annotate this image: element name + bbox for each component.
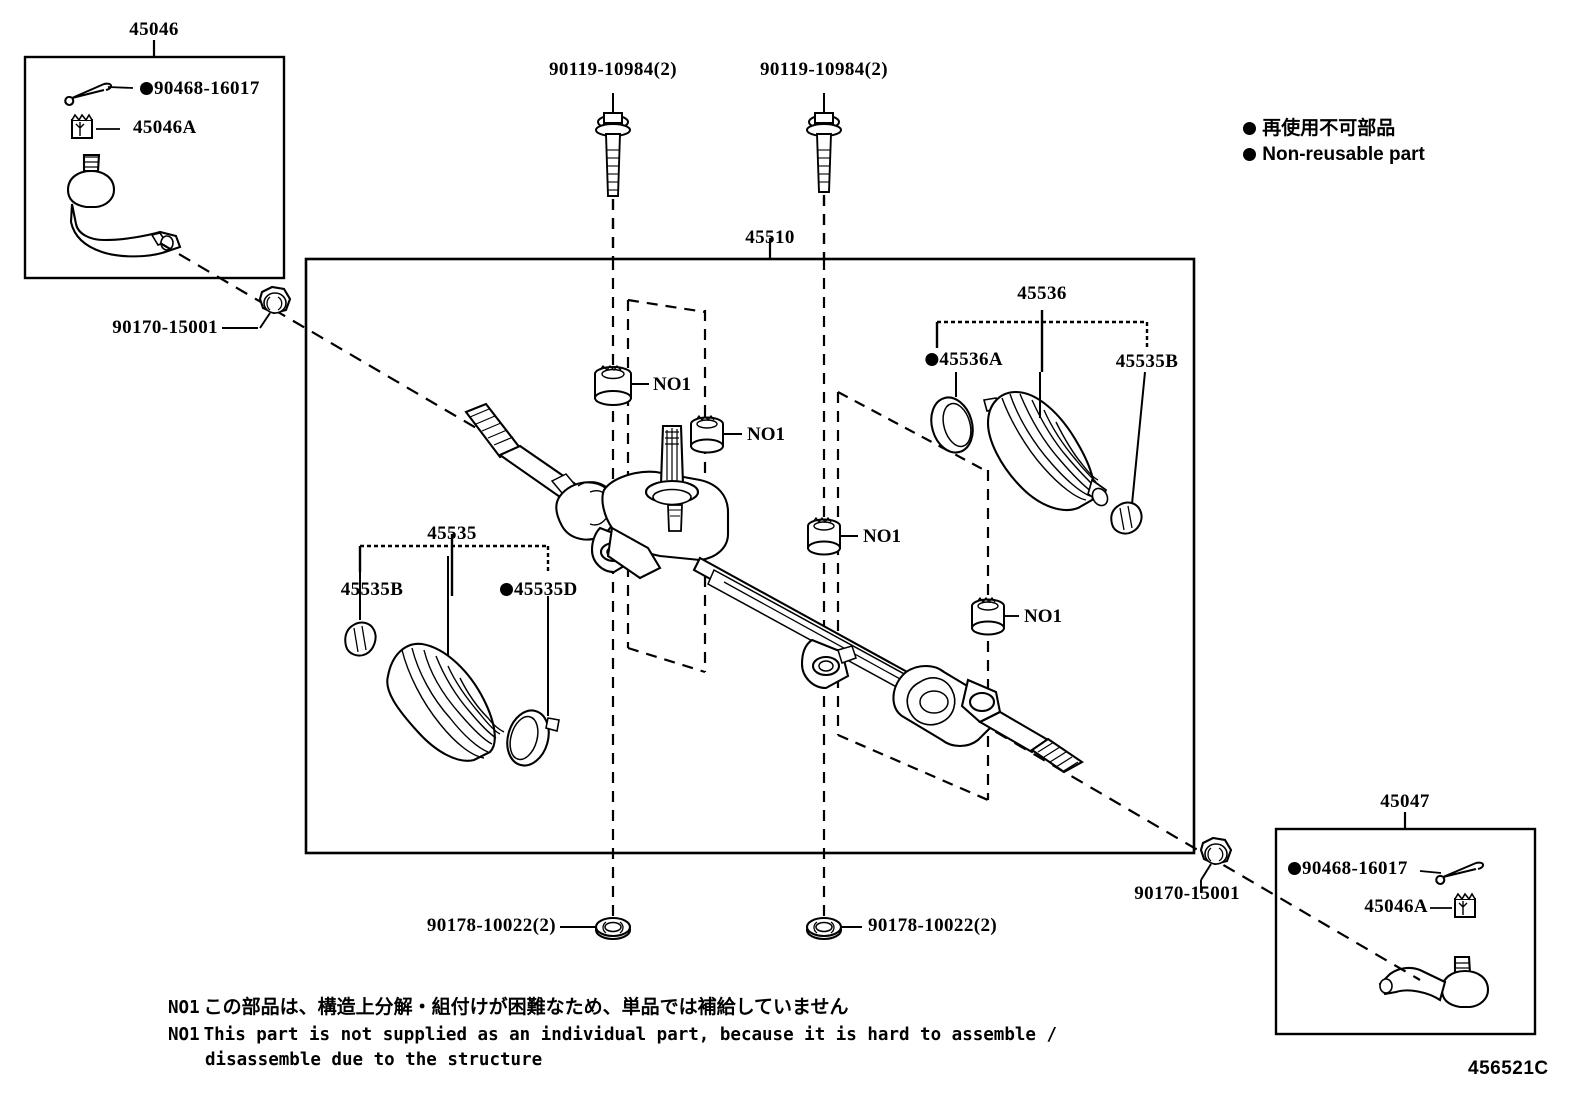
- bracket-45536: [935, 310, 1149, 372]
- nut-90178-left: [560, 916, 632, 941]
- label-45046A-top: 45046A: [133, 117, 197, 138]
- label-no1-1: NO1: [653, 374, 691, 395]
- non-reusable-dot-icon-45535d: [500, 583, 513, 596]
- legend-dot-icon-en: [1243, 148, 1256, 161]
- label-45536-group: 45536: [1017, 283, 1067, 304]
- small-pin-icon: [667, 504, 683, 532]
- boot-right-assembly: [930, 371, 1146, 535]
- label-90178-right: 90178-10022(2): [868, 915, 998, 936]
- label-90178-left: 90178-10022(2): [426, 915, 556, 936]
- cotter-pin-icon-45047: [1419, 861, 1484, 885]
- nut-90170-upper-left: [222, 285, 292, 329]
- label-bolt-90119-right: 90119-10984(2): [759, 59, 889, 80]
- steering-gear-rack-assembly: [464, 402, 1085, 774]
- bushing-no1-3: [807, 516, 858, 556]
- drawing-id: 456521C: [1468, 1058, 1549, 1079]
- note-line-2: NO1 This part is not supplied as an indi…: [168, 1025, 1058, 1045]
- label-90468-16017-bottom: 90468-16017: [1288, 859, 1408, 878]
- castle-nut-icon-45046: [71, 113, 120, 139]
- label-inset-45046: 45046: [129, 19, 179, 40]
- main-assembly-frame: [304, 257, 1196, 855]
- bolt-90119-right: [806, 93, 842, 259]
- label-assembly-45510: 45510: [745, 227, 795, 248]
- label-no1-2: NO1: [747, 424, 785, 445]
- label-90170-15001-lower: 90170-15001: [1134, 883, 1240, 904]
- bushing-no1-4: [971, 596, 1019, 636]
- tie-rod-end-right-icon: [1378, 955, 1490, 1009]
- bracket-45535: [358, 534, 550, 596]
- note-line-1: NO1 この部品は、構造上分解・組付けが困難なため、単品では補給していません: [168, 996, 849, 1018]
- label-45535D: 45535D: [500, 580, 578, 599]
- non-reusable-dot-icon-45536a: [925, 353, 939, 366]
- legend-dot-icon-jp: [1243, 122, 1256, 135]
- label-bolt-90119-left: 90119-10984(2): [548, 59, 678, 80]
- bushing-no1-2: [690, 414, 742, 454]
- label-no1-3: NO1: [863, 526, 901, 547]
- note-line-3: disassemble due to the structure: [205, 1050, 543, 1070]
- boot-left-assembly: [344, 556, 560, 767]
- nut-90170-lower-right: [1199, 836, 1233, 893]
- bushing-no1-1: [594, 365, 649, 406]
- label-no1-4: NO1: [1024, 606, 1062, 627]
- label-90170-15001-upper: 90170-15001: [112, 317, 218, 338]
- label-45535-group: 45535: [427, 523, 477, 544]
- tie-rod-end-left-icon: [66, 153, 182, 258]
- label-inset-45047: 45047: [1380, 791, 1430, 812]
- label-45535B-left: 45535B: [340, 579, 404, 600]
- cotter-pin-icon-45046: [64, 82, 134, 106]
- label-45535B-right: 45535B: [1115, 351, 1179, 372]
- label-90468-16017-top: 90468-16017: [140, 79, 260, 98]
- legend-non-reusable: 再使用不可部品 Non-reusable part: [1243, 115, 1425, 168]
- bolt-90119-left: [595, 93, 631, 259]
- label-45046A-bottom: 45046A: [1364, 896, 1428, 917]
- label-45536A: 45536A: [925, 350, 1003, 369]
- castle-nut-icon-45047: [1430, 892, 1476, 918]
- nut-90178-right: [805, 916, 862, 941]
- non-reusable-dot-icon: [140, 82, 153, 95]
- non-reusable-dot-icon-2: [1288, 862, 1301, 875]
